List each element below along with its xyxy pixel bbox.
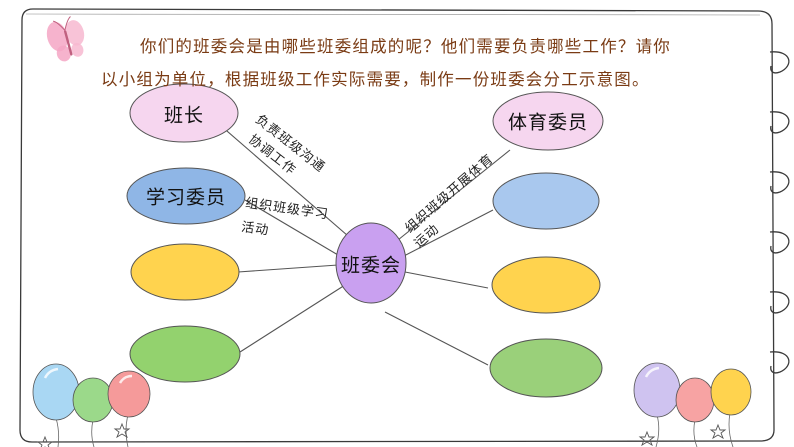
link-right-yellow [404,271,489,289]
balloon-yellow [710,368,752,416]
link-right-green [384,311,489,366]
star-icon [36,422,131,447]
prompt-line-2: 以小组为单位，根据班级工作实际需要，制作一份班委会分工示意图。 [101,70,650,89]
link-left-green [239,284,346,353]
balloon-red [107,370,151,418]
node-left-yellow [130,243,240,301]
link-sports [387,149,511,249]
node-label-center: 班委会 [340,254,402,277]
node-label-study: 学习委员 [145,186,227,209]
link-monitor [219,124,356,243]
node-left-green [129,325,241,383]
balloons-right [633,362,752,447]
node-sports [492,91,604,151]
node-study [126,167,246,225]
node-center [335,222,407,304]
link-study [244,199,339,256]
node-right-green [489,338,603,398]
node-label-monitor: 班长 [163,104,205,127]
balloon-pink [675,377,715,423]
notebook-border [19,8,775,443]
butterfly-icon [46,16,85,62]
node-shapes [126,83,604,398]
link-left-yellow [237,264,339,273]
node-monitor [129,83,239,143]
balloon-purple [633,362,681,418]
node-label-sports: 体育委员 [507,111,589,134]
balloon-blue [32,363,80,421]
balloon-green [72,377,114,423]
notebook-spiral [769,51,790,374]
connector-lines [219,124,511,366]
duty-study-line2: 活动 [240,219,271,239]
star-icon [638,423,727,447]
node-right-blue [492,172,600,230]
link-right-blue [399,209,494,259]
balloons-left [32,363,151,447]
node-right-yellow [491,256,601,314]
prompt-line-1: 你们的班委会是由哪些班委组成的呢？他们需要负责哪些工作？请你 [140,37,671,56]
